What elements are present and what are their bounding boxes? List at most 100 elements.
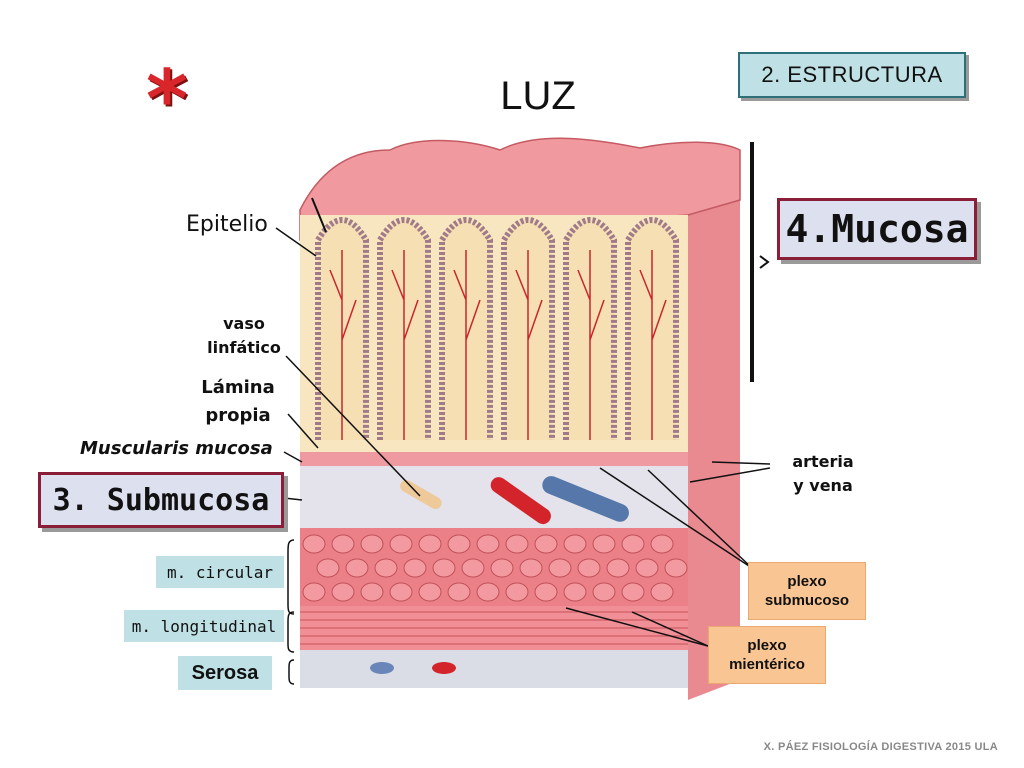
arteria-leader (711, 461, 771, 465)
muscle-cell (316, 558, 340, 578)
muscle-cell (403, 558, 427, 578)
villus-capillary (515, 250, 543, 440)
serosa-label: Serosa (178, 656, 272, 690)
serosa-bracket (288, 659, 295, 685)
lamina-propia-label: Lámina propia (192, 374, 284, 430)
vein-vessel (542, 476, 629, 522)
muscle-cell (606, 558, 630, 578)
lymph-vessel (400, 480, 442, 509)
arteria-line2: y vena (793, 476, 853, 495)
epithelium-top-leader (311, 197, 327, 233)
muscle-cell (447, 534, 471, 554)
villus-capillary (453, 250, 481, 440)
artery-vessel (490, 477, 551, 525)
muscularis-leader (283, 451, 303, 463)
section-label: 2. ESTRUCTURA (738, 52, 966, 98)
circular-muscle-label: m. circular (156, 556, 284, 588)
block-side-face (688, 150, 740, 700)
lamina-line1: Lámina (201, 377, 275, 398)
muscle-cell (621, 582, 645, 602)
muscle-cell (447, 582, 471, 602)
muscle-cell (650, 534, 674, 554)
muscle-cell (302, 582, 326, 602)
vaso-line2: linfático (207, 338, 281, 357)
longitudinal-muscle-label: m. longitudinal (124, 610, 284, 642)
lamina-leader (287, 413, 319, 449)
villus-capillary (577, 250, 605, 440)
submucosa-leader (283, 497, 303, 501)
muscle-cell (534, 534, 558, 554)
vaso-linfatico-label: vaso linfático (200, 312, 288, 360)
plexo-mien-line1: plexo (747, 637, 787, 654)
muscle-cell (360, 582, 384, 602)
muscle-cell (331, 534, 355, 554)
plexo-submucoso-label: plexo submucoso (748, 562, 866, 620)
villus-capillary (329, 250, 357, 440)
muscle-cell (389, 534, 413, 554)
muscle-cell (490, 558, 514, 578)
plexo-sub-line2: submucoso (764, 592, 850, 609)
muscle-cell (461, 558, 485, 578)
mucosa-arrow (759, 255, 770, 269)
muscle-cell (563, 582, 587, 602)
muscle-cell (592, 534, 616, 554)
vaso-line1: vaso (223, 314, 265, 333)
villus-capillary (391, 250, 419, 440)
muscle-cell (418, 534, 442, 554)
muscle-cell (519, 558, 543, 578)
muscle-cell (476, 582, 500, 602)
footer-credit: X. PÁEZ FISIOLOGÍA DIGESTIVA 2015 ULA (763, 741, 998, 753)
vaso-leader (285, 355, 421, 497)
vena-leader (689, 467, 771, 483)
submucosa-label: 3. Submucosa (38, 472, 284, 528)
asterisk-mark: * (146, 53, 188, 146)
serosa-cell (432, 662, 456, 674)
plexo-mien-leader (631, 611, 709, 647)
villi-group (315, 217, 679, 440)
epitelio-label: Epitelio (186, 212, 268, 237)
longitudinal-striations (300, 611, 688, 645)
muscularis-mucosa-label: Muscularis mucosa (80, 438, 273, 459)
muscle-cell (505, 582, 529, 602)
muscle-cell (563, 534, 587, 554)
submucosa-layer (300, 466, 688, 528)
epitelio-leader (275, 227, 317, 257)
lumen-surface (299, 137, 741, 241)
plexo-mienterico-label: plexo mientérico (708, 626, 826, 684)
plexo-mien-leader (565, 607, 709, 647)
villus-capillary (639, 250, 667, 440)
circular-bracket (287, 539, 295, 615)
muscle-cell (331, 582, 355, 602)
mucosa-label: 4.Mucosa (777, 198, 977, 260)
plexo-sub-line1: plexo (787, 573, 827, 590)
page-title: LUZ (500, 74, 576, 118)
serosa-cell (370, 662, 394, 674)
longitudinal-bracket (287, 611, 295, 653)
serosa-layer (300, 650, 688, 688)
plexo-sub-leader (647, 469, 753, 569)
muscle-cell (360, 534, 384, 554)
muscle-cell (476, 534, 500, 554)
muscle-cell (635, 558, 659, 578)
lamina-line2: propia (205, 405, 271, 426)
muscle-cell (389, 582, 413, 602)
muscularis-mucosa-band (300, 452, 688, 466)
muscle-cell (577, 558, 601, 578)
muscle-cell (432, 558, 456, 578)
muscle-cell (374, 558, 398, 578)
muscle-cell (345, 558, 369, 578)
muscle-cell (418, 582, 442, 602)
muscle-cell (621, 534, 645, 554)
muscle-cell (664, 558, 688, 578)
muscle-cell (534, 582, 558, 602)
arteria-vena-label: arteria y vena (780, 450, 866, 498)
muscle-cells (302, 534, 688, 602)
muscle-cell (548, 558, 572, 578)
muscle-cell (592, 582, 616, 602)
plexo-mien-line2: mientérico (729, 656, 805, 673)
muscle-cell (302, 534, 326, 554)
arteria-line1: arteria (792, 452, 854, 471)
muscle-cell (505, 534, 529, 554)
plexo-sub-leader (599, 467, 753, 569)
